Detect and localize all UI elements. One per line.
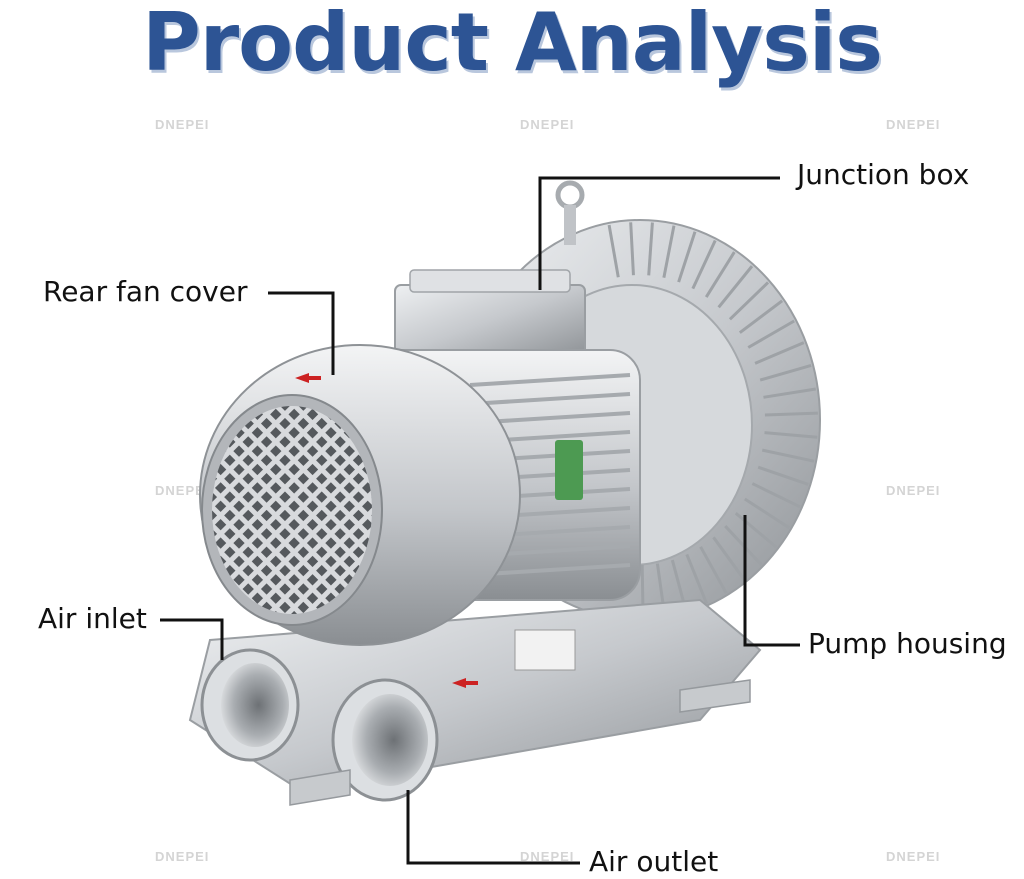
- housing-fin: [607, 224, 620, 278]
- watermark: DNEPEI: [520, 117, 575, 132]
- housing-fin: [757, 465, 809, 486]
- watermark: DNEPEI: [886, 483, 941, 498]
- housing-fin: [734, 512, 778, 549]
- motor-fin: [469, 392, 631, 406]
- housing-fin: [738, 299, 784, 334]
- leader-junction-box: [538, 176, 780, 290]
- housing-fin: [763, 387, 817, 399]
- housing-fin: [744, 497, 791, 530]
- foot-shape: [679, 679, 751, 713]
- watermark: DNEPEI: [155, 849, 210, 864]
- housing-fin: [704, 251, 736, 298]
- housing-fin: [759, 363, 812, 382]
- housing-fin: [712, 536, 746, 582]
- leader-rear-fan-cover: [268, 291, 335, 375]
- junction-box-shape: [394, 180, 586, 356]
- housing-fin: [761, 448, 815, 463]
- foot-shape: [289, 769, 351, 806]
- housing-fin: [728, 281, 770, 321]
- watermark: DNEPEI: [886, 849, 941, 864]
- air-inlet-shape: [200, 648, 300, 762]
- housing-fin: [747, 319, 795, 349]
- housing-fin: [677, 231, 697, 283]
- air-outlet-shape: [331, 678, 478, 802]
- housing-fin: [764, 431, 818, 439]
- motor-fin: [469, 373, 631, 387]
- leader-pump-housing: [743, 515, 800, 647]
- housing-fin: [691, 239, 717, 290]
- housing-fin: [647, 222, 654, 276]
- watermark: DNEPEI: [886, 117, 941, 132]
- label-pump-housing: Pump housing: [808, 627, 1007, 660]
- label-rear-fan-cover: Rear fan cover: [43, 275, 248, 308]
- watermark: DNEPEI: [155, 483, 210, 498]
- housing-fin: [754, 341, 805, 365]
- housing-fin: [717, 265, 754, 309]
- housing-fin: [685, 553, 709, 605]
- housing-fin: [764, 411, 818, 417]
- label-air-outlet: Air outlet: [589, 845, 719, 878]
- watermark: DNEPEI: [155, 117, 210, 132]
- housing-fin: [662, 225, 676, 278]
- housing-fin: [751, 482, 801, 509]
- housing-fin: [699, 546, 728, 594]
- leader-air-outlet: [406, 790, 580, 865]
- page-title: Product Analysis: [142, 0, 883, 89]
- housing-fin: [629, 222, 635, 276]
- housing-fin: [724, 525, 763, 566]
- label-junction-box: Junction box: [797, 158, 970, 191]
- label-air-inlet: Air inlet: [38, 602, 147, 635]
- leader-air-inlet: [160, 618, 224, 660]
- rear-fan-cover-shape: [199, 344, 521, 646]
- watermark: DNEPEI: [520, 849, 575, 864]
